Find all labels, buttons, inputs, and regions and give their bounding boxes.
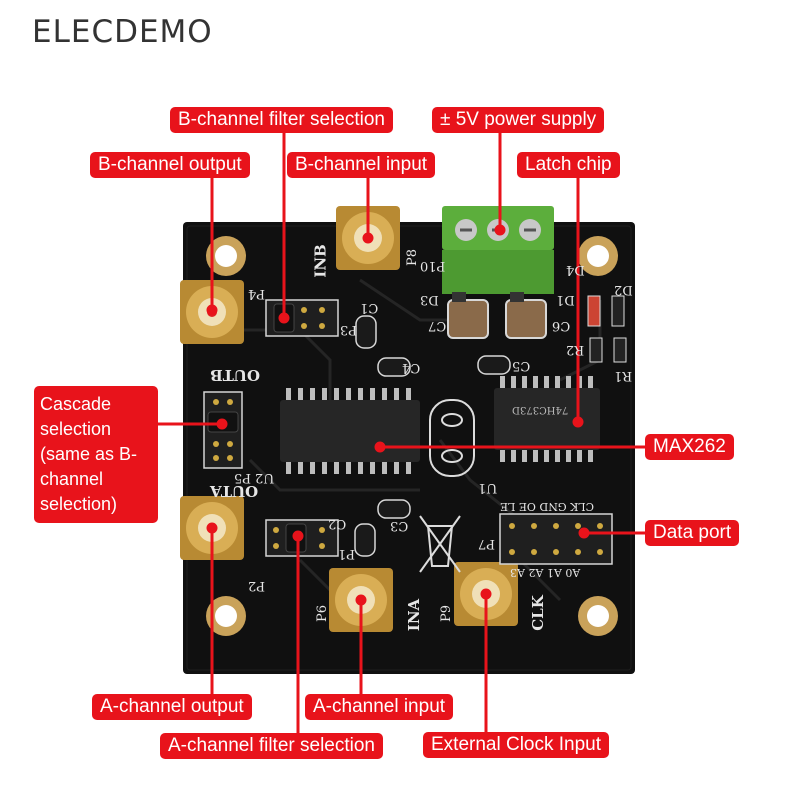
silk-p7: P7 <box>478 536 496 551</box>
smd-capacitors <box>354 292 627 557</box>
label-b-channel-output: B-channel output <box>90 152 250 178</box>
label-power-supply: ± 5V power supply <box>432 107 605 133</box>
header-cascade <box>203 391 243 469</box>
silk-c3: C3 <box>390 518 409 533</box>
silk-data-pins: CLK GND OE LE <box>500 500 595 513</box>
mounting-holes <box>206 236 618 636</box>
label-a-channel-output: A-channel output <box>92 694 252 720</box>
label-b-channel-filter-selection: B-channel filter selection <box>170 107 393 133</box>
silk-c7: C7 <box>428 318 447 333</box>
silk-c5: C5 <box>512 358 531 373</box>
label-latch-chip: Latch chip <box>517 152 620 178</box>
silk-c2: C2 <box>328 516 347 531</box>
leader-latch-dot <box>572 416 584 428</box>
silk-ina: INA <box>405 598 424 632</box>
leader-b-input-dot <box>362 232 374 244</box>
leader-ext-clock-dot <box>480 588 492 600</box>
silk-d1: D1 <box>556 292 575 307</box>
leader-a-output-dot <box>206 522 218 534</box>
power-terminal-block <box>442 206 554 294</box>
silk-r1: R1 <box>614 368 633 383</box>
silk-c1: C1 <box>360 300 379 315</box>
silk-c4: C4 <box>402 360 421 375</box>
leader-a-input-dot <box>355 594 367 606</box>
label-max262: MAX262 <box>645 434 734 460</box>
silk-p9: P9 <box>439 604 455 623</box>
leader-b-filter-dot <box>278 312 290 324</box>
max262-chip <box>280 388 420 474</box>
leader-max262-dot <box>374 441 386 453</box>
label-b-channel-input: B-channel input <box>287 152 436 178</box>
silk-inb: INB <box>311 244 330 278</box>
silk-r2: R2 <box>566 342 585 357</box>
silk-p6: P6 <box>315 604 331 623</box>
header-a-filter <box>265 519 339 557</box>
leader-data-port-dot <box>578 527 590 539</box>
silk-p3: P3 <box>340 322 358 337</box>
silk-p5: P5 <box>234 470 252 485</box>
silk-p2: P2 <box>248 578 266 593</box>
label-a-channel-input: A-channel input <box>305 694 454 720</box>
silk-outb: OUTB <box>210 366 260 384</box>
silk-d2: D2 <box>614 282 633 297</box>
silk-addr-pins: A0 A1 A2 A3 <box>510 566 581 579</box>
waste-bin-symbol <box>419 515 461 573</box>
label-a-channel-filter-selection: A-channel filter selection <box>160 733 383 759</box>
silk-c6: C6 <box>552 318 571 333</box>
silk-p10: P10 <box>420 258 446 273</box>
label-external-clock-input: External Clock Input <box>423 732 610 758</box>
silk-u1: U1 <box>478 480 498 495</box>
silk-d4: D4 <box>566 262 585 277</box>
label-data-port: Data port <box>645 520 740 546</box>
leader-power-dot <box>494 224 506 236</box>
silk-p8: P8 <box>405 248 421 267</box>
leader-b-output-dot <box>206 304 218 316</box>
crystal-oscillator <box>429 399 475 477</box>
label-cascade-selection: Cascade selection (same as B-channel sel… <box>34 386 158 523</box>
silk-p4: P4 <box>248 286 266 301</box>
silk-u2: U2 <box>255 470 275 485</box>
leader-cascade-dot <box>216 418 228 430</box>
brand-logo: ELECDEMO <box>32 14 213 50</box>
silk-p1: P1 <box>338 546 356 561</box>
silk-d3: D3 <box>420 292 439 307</box>
header-b-filter <box>265 299 339 337</box>
header-data-port <box>499 513 613 565</box>
leader-a-filter-dot <box>292 530 304 542</box>
silk-chip-u1: 74HC373D <box>512 404 569 415</box>
silk-clk: CLK <box>528 595 547 631</box>
latch-chip <box>494 376 600 462</box>
